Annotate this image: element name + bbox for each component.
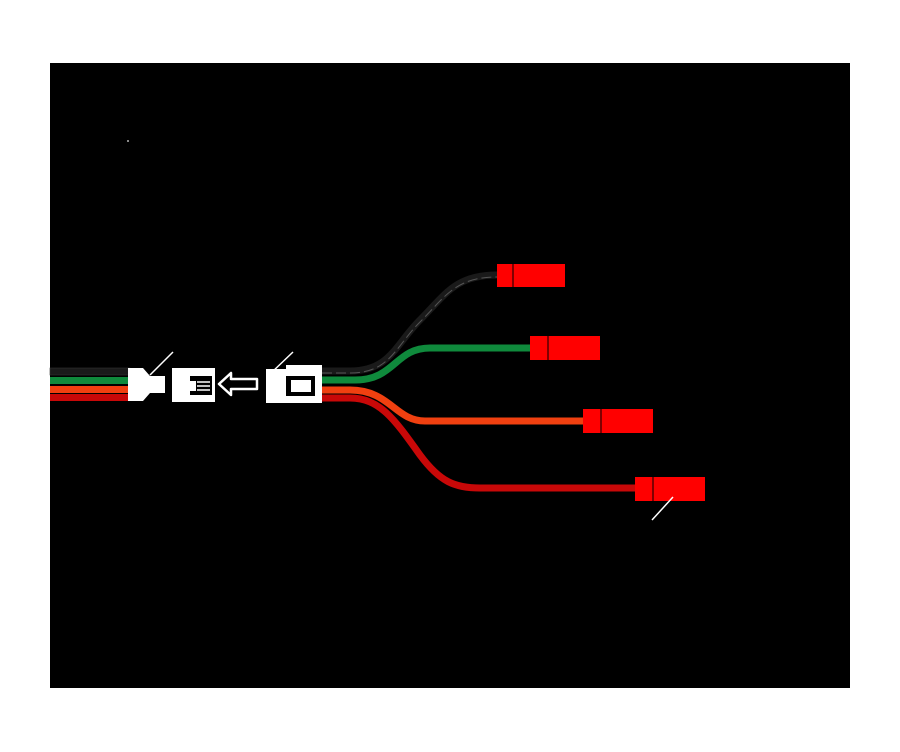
wire-red-left	[50, 394, 130, 401]
connector-housing-left	[128, 368, 215, 402]
wire-green-branch	[322, 344, 530, 384]
stray-dot	[127, 140, 129, 142]
wire-green-left	[50, 377, 130, 384]
terminal-orange	[583, 409, 653, 433]
wire-red-branch	[322, 394, 635, 492]
wire-orange-left	[50, 386, 130, 393]
diagram-background	[50, 63, 850, 688]
terminal-black	[497, 264, 565, 287]
wire-orange-branch	[322, 386, 583, 425]
wire-black-left	[49, 367, 131, 376]
wire-black-highlight	[322, 276, 498, 374]
leader-line-terminal	[651, 496, 674, 521]
fanned-wire-bundle	[322, 271, 635, 492]
wire-black-branch	[322, 271, 498, 375]
connector-housing-right	[266, 365, 322, 403]
arrow-left-icon	[217, 371, 259, 397]
terminal-green	[530, 336, 600, 360]
leader-line-right-connector	[269, 351, 294, 375]
terminal-red	[635, 477, 705, 501]
leader-line-left-connector	[149, 351, 174, 376]
